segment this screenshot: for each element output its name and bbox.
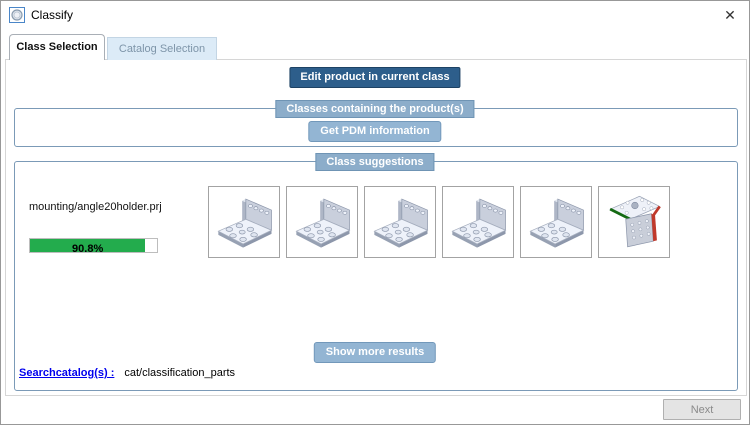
edit-product-button[interactable]: Edit product in current class — [289, 67, 461, 88]
angle-bracket-image — [529, 198, 585, 248]
classify-app-icon — [9, 7, 25, 23]
angle-bracket-thumbnail[interactable] — [208, 186, 280, 258]
next-button[interactable]: Next — [663, 399, 741, 420]
close-icon[interactable]: ✕ — [724, 7, 736, 23]
angle-bracket-thumbnail[interactable] — [442, 186, 514, 258]
angle-bracket-highlighted-thumbnail[interactable] — [598, 186, 670, 258]
angle-bracket-highlighted-image — [609, 195, 661, 248]
tab-class-selection[interactable]: Class Selection — [9, 34, 105, 60]
angle-bracket-thumbnail[interactable] — [520, 186, 592, 258]
angle-bracket-image — [217, 198, 273, 248]
class-suggestions-label: Class suggestions — [315, 153, 435, 171]
suggestion-thumbnails-row — [208, 186, 670, 258]
get-pdm-information-button[interactable]: Get PDM information — [308, 121, 442, 142]
search-catalogs-link[interactable]: Searchcatalog(s) : — [19, 367, 115, 379]
search-catalogs-value: cat/classification_parts — [124, 367, 236, 379]
title-bar: Classify ✕ — [1, 1, 749, 29]
confidence-progressbar: 90.8% — [29, 238, 158, 253]
progress-fill: 90.8% — [30, 239, 146, 252]
angle-bracket-image — [295, 198, 351, 248]
classes-containing-label: Classes containing the product(s) — [275, 100, 475, 118]
suggested-class-name: mounting/angle20holder.prj — [29, 201, 162, 213]
tab-catalog-selection[interactable]: Catalog Selection — [107, 37, 217, 60]
confidence-value: 90.8% — [72, 243, 104, 252]
show-more-results-button[interactable]: Show more results — [313, 342, 437, 363]
angle-bracket-image — [373, 198, 429, 248]
window-title: Classify — [31, 8, 74, 22]
angle-bracket-thumbnail[interactable] — [286, 186, 358, 258]
angle-bracket-image — [451, 198, 507, 248]
angle-bracket-thumbnail[interactable] — [364, 186, 436, 258]
search-catalogs-row: Searchcatalog(s) : cat/classification_par… — [19, 367, 235, 379]
